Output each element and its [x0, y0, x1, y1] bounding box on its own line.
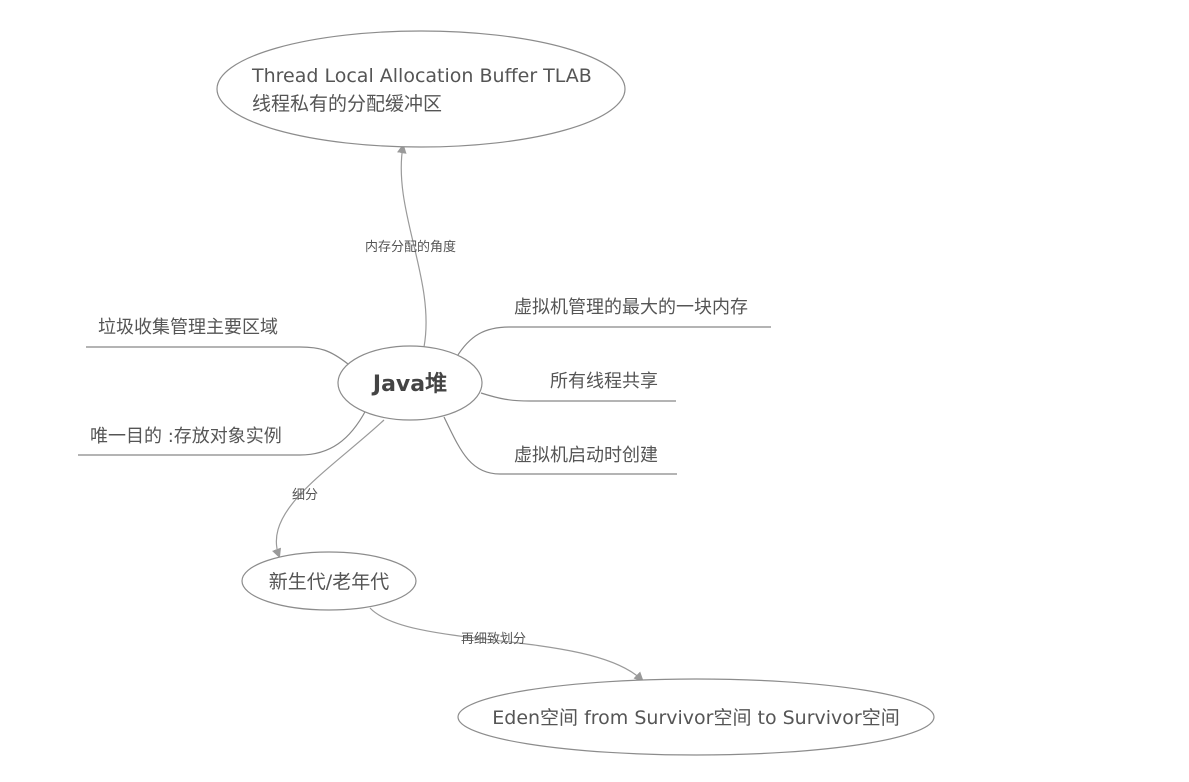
edge-to-generation [272, 419, 385, 559]
edge-label-further-subdivide: 再细致划分 [461, 632, 526, 647]
branch-right-2 [480, 392, 676, 402]
eden-node[interactable] [457, 678, 935, 756]
right-item-created-at-startup: 虚拟机启动时创建 [514, 445, 658, 466]
edge-to-eden [369, 607, 644, 682]
branch-right-1 [455, 326, 771, 359]
tlab-node[interactable] [216, 30, 626, 148]
right-item-largest-memory: 虚拟机管理的最大的一块内存 [514, 297, 748, 318]
generation-node[interactable] [241, 551, 417, 611]
edge-label-allocation: 内存分配的角度 [365, 239, 456, 255]
eden-node-label: Eden空间 from Survivor空间 to Survivor空间 [492, 707, 899, 729]
tlab-node-line2: 线程私有的分配缓冲区 [252, 93, 442, 115]
left-item-gc-area: 垃圾收集管理主要区域 [98, 317, 278, 338]
edge-to-tlab [397, 143, 427, 348]
center-node-label: Java堆 [371, 372, 447, 397]
center-node[interactable] [337, 345, 483, 421]
left-item-purpose: 唯一目的 :存放对象实例 [90, 426, 282, 447]
generation-node-label: 新生代/老年代 [269, 571, 389, 593]
branch-right-3 [443, 416, 677, 475]
edge-label-subdivide: 细分 [292, 488, 318, 503]
right-item-shared: 所有线程共享 [550, 371, 658, 392]
tlab-node-line1: Thread Local Allocation Buffer TLAB [251, 65, 592, 87]
branch-left-1 [86, 346, 349, 365]
branch-left-2 [78, 409, 367, 456]
